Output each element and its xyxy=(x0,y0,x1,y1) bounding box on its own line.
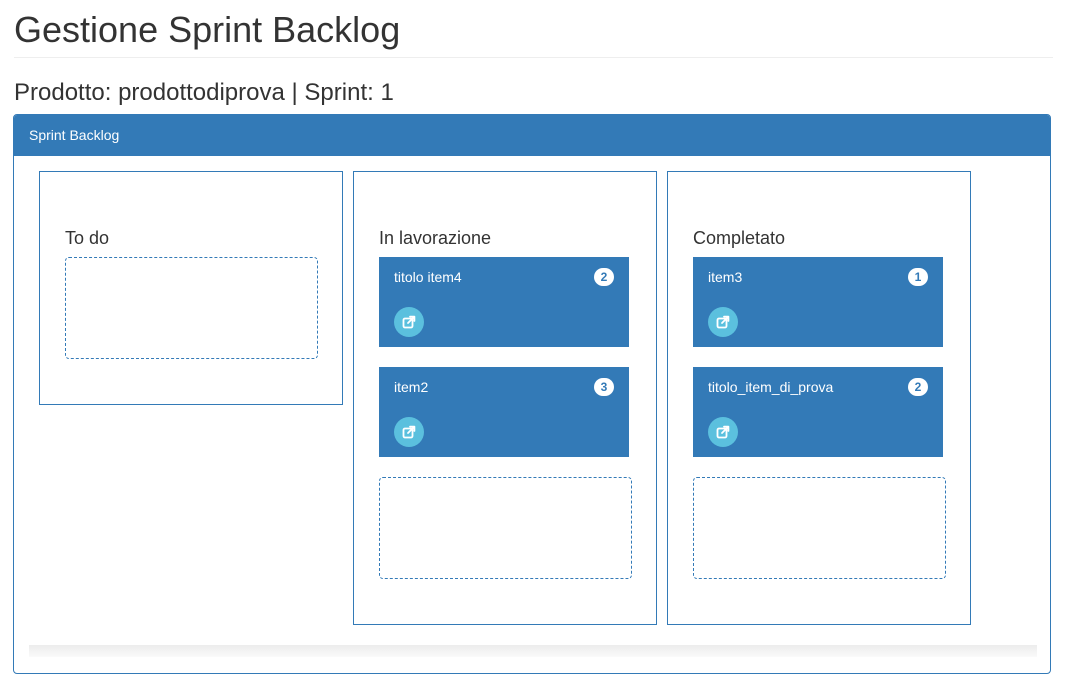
column-title: In lavorazione xyxy=(379,228,492,248)
external-link-icon[interactable] xyxy=(394,307,424,337)
sprint-backlog-panel: Sprint Backlog To do In lavorazione tito… xyxy=(13,114,1051,674)
drop-zone[interactable] xyxy=(379,477,632,579)
product-sprint-subtitle: Prodotto: prodottodiprova | Sprint: 1 xyxy=(14,79,394,106)
column-title: To do xyxy=(65,228,110,248)
horizontal-scrollbar[interactable] xyxy=(29,645,1037,657)
panel-heading: Sprint Backlog xyxy=(14,115,1050,156)
column-in-progress: In lavorazione titolo item4 2 item2 3 xyxy=(353,171,657,625)
card-badge: 3 xyxy=(594,378,614,396)
card-badge: 1 xyxy=(908,268,928,286)
backlog-item-card[interactable]: item2 3 xyxy=(379,367,629,457)
card-title: titolo item4 xyxy=(394,269,462,285)
column-completed: Completato item3 1 titolo_item_di_prova … xyxy=(667,171,971,625)
title-divider xyxy=(14,57,1053,58)
drop-zone[interactable] xyxy=(65,257,318,359)
card-title: item2 xyxy=(394,379,429,395)
card-title: item3 xyxy=(708,269,743,285)
card-badge: 2 xyxy=(908,378,928,396)
external-link-icon[interactable] xyxy=(708,417,738,447)
drop-zone[interactable] xyxy=(693,477,946,579)
page-title: Gestione Sprint Backlog xyxy=(14,9,401,50)
backlog-item-card[interactable]: titolo item4 2 xyxy=(379,257,629,347)
external-link-icon[interactable] xyxy=(708,307,738,337)
external-link-icon[interactable] xyxy=(394,417,424,447)
backlog-item-card[interactable]: titolo_item_di_prova 2 xyxy=(693,367,943,457)
column-todo: To do xyxy=(39,171,343,405)
column-title: Completato xyxy=(693,228,786,248)
backlog-item-card[interactable]: item3 1 xyxy=(693,257,943,347)
card-title: titolo_item_di_prova xyxy=(708,379,834,395)
card-badge: 2 xyxy=(594,268,614,286)
